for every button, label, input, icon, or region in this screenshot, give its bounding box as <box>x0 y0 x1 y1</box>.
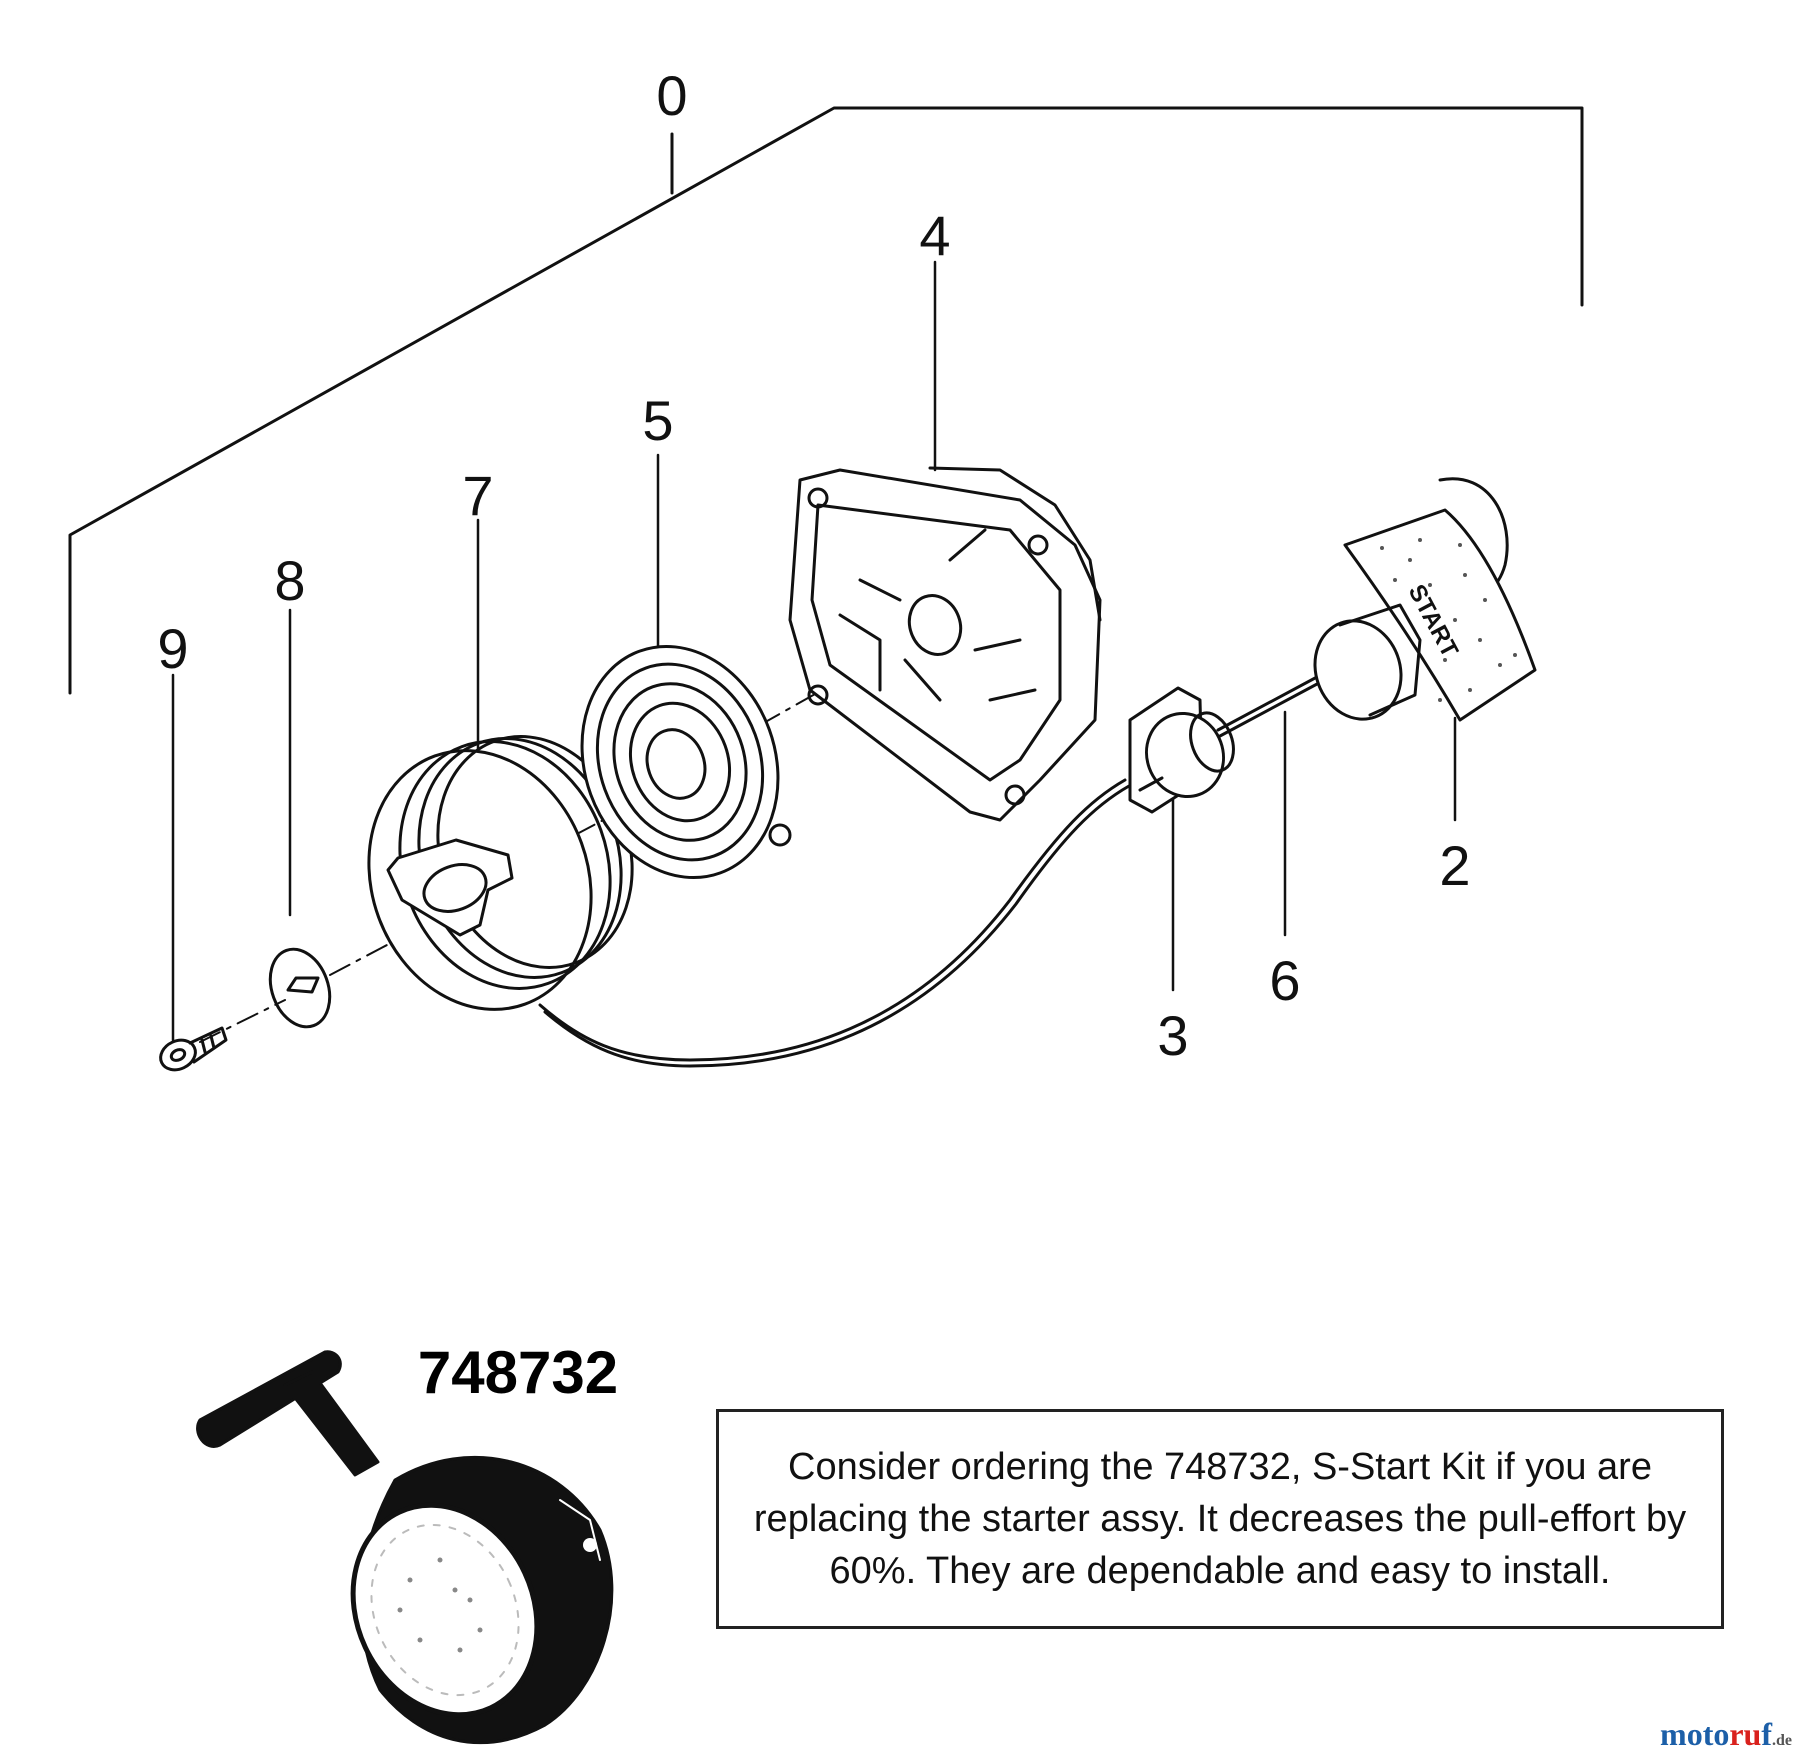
leader-lines <box>171 260 1457 1042</box>
screw-part-9 <box>159 1026 228 1072</box>
kit-note-text: Consider ordering the 748732, S-Start Ki… <box>753 1446 1687 1592</box>
callout-9: 9 <box>157 617 188 680</box>
housing-part-4 <box>788 466 1102 822</box>
callout-7: 7 <box>462 464 493 527</box>
starter-rope <box>538 668 1334 1068</box>
callout-numbers: 0 4 5 7 8 9 2 6 3 <box>157 64 1470 1067</box>
kit-number: 748732 <box>418 1339 618 1406</box>
handle-part-2 <box>1313 477 1537 722</box>
washer-part-8 <box>268 947 332 1029</box>
callout-3: 3 <box>1157 1004 1188 1067</box>
kit-note-box: Consider ordering the 748732, S-Start Ki… <box>716 1409 1724 1629</box>
callout-2: 2 <box>1439 834 1470 897</box>
site-watermark: motoruf.de <box>1660 1716 1792 1753</box>
s-start-kit-image <box>196 1350 614 1745</box>
callout-6: 6 <box>1269 949 1300 1012</box>
spring-part-5 <box>580 644 792 880</box>
callout-4: 4 <box>919 204 950 267</box>
watermark-tld: .de <box>1772 1732 1792 1749</box>
pulley-part-7 <box>367 735 634 1011</box>
assembly-bracket <box>68 106 1584 695</box>
watermark-part-c: f <box>1761 1716 1772 1752</box>
watermark-part-b: ru <box>1729 1716 1762 1752</box>
callout-5: 5 <box>642 389 673 452</box>
callout-8: 8 <box>274 549 305 612</box>
watermark-part-a: moto <box>1660 1716 1730 1752</box>
callout-0: 0 <box>656 64 687 127</box>
rope-guide-part-3 <box>1128 686 1235 814</box>
